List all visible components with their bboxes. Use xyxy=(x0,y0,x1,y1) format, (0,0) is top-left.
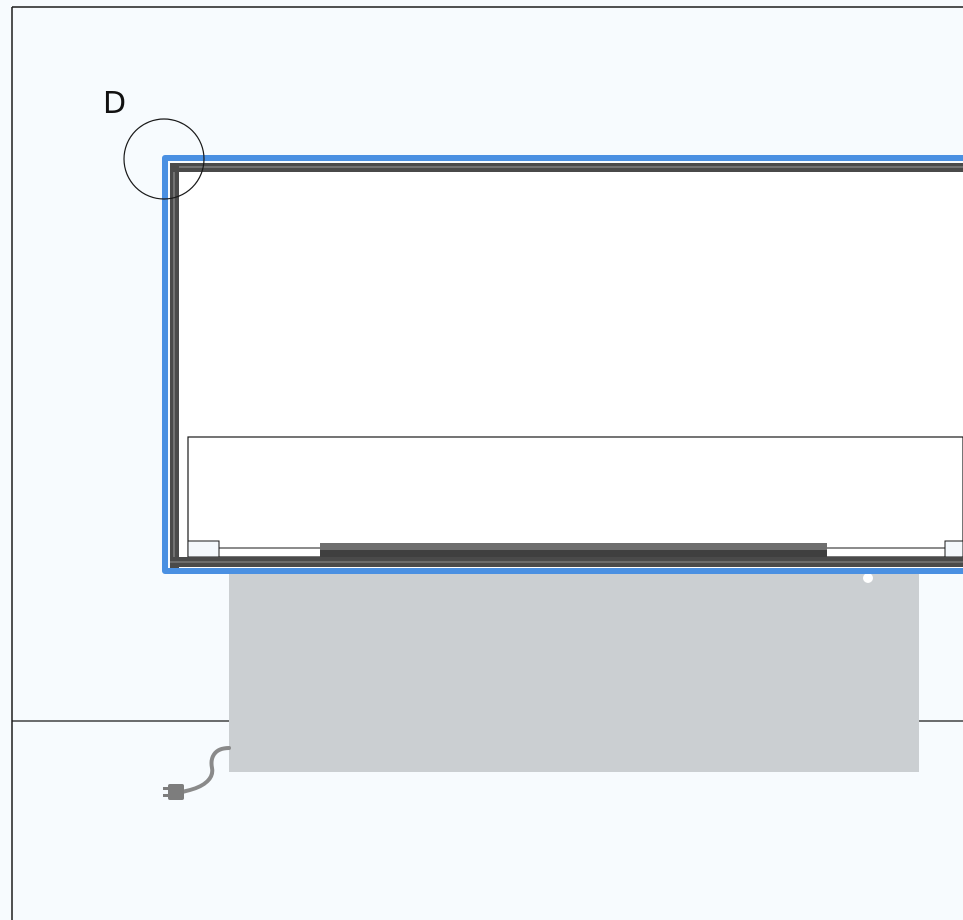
back-plate xyxy=(229,566,919,772)
detail-label: D xyxy=(103,86,126,121)
drawing-frame xyxy=(11,6,963,920)
inner-shelf xyxy=(187,436,963,558)
power-plug-icon xyxy=(163,746,231,800)
back-plate-hole xyxy=(863,573,873,583)
cabinet[interactable] xyxy=(162,155,963,574)
right-foot-block xyxy=(944,540,963,558)
selection-outline xyxy=(162,155,963,574)
circle-callout-icon[interactable] xyxy=(123,118,205,200)
left-foot-block xyxy=(187,540,220,558)
